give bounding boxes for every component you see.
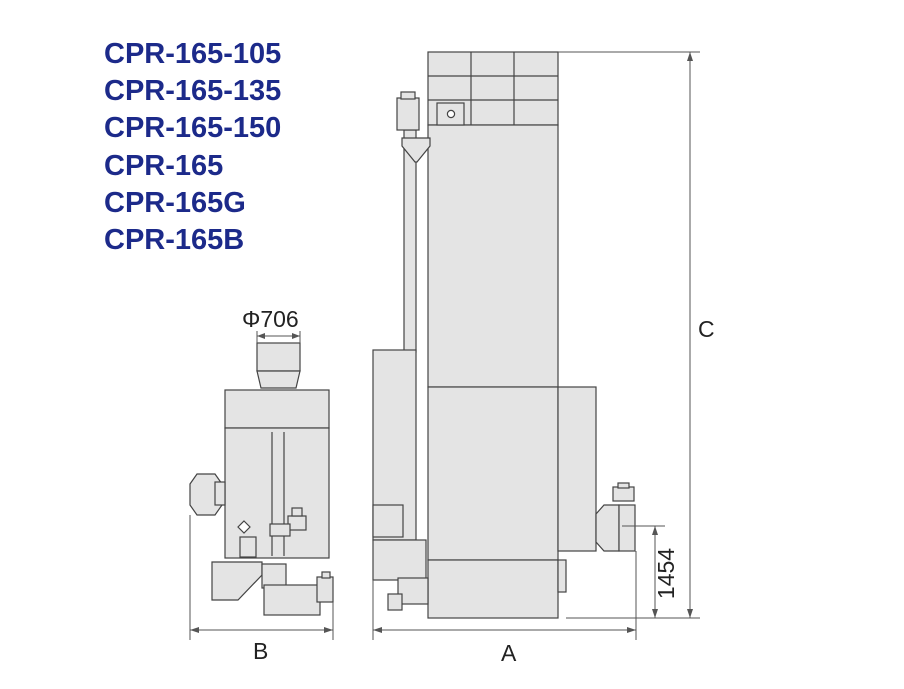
side-valve (287, 515, 307, 531)
side-view (189, 342, 334, 616)
dim-arrow (292, 333, 300, 339)
front-lower-unit (372, 539, 427, 581)
front-burner-head (618, 504, 636, 552)
side-diamond-marker (237, 520, 251, 534)
dim-arrow (687, 52, 693, 61)
front-burner-cone (595, 504, 620, 552)
front-view (372, 51, 636, 619)
side-hood (224, 389, 330, 429)
side-fan-mount (214, 481, 226, 506)
front-elevator-head (396, 97, 420, 131)
dim-arrow (324, 627, 333, 633)
model-item: CPR-165-150 (104, 112, 282, 145)
model-list: CPR-165-105 CPR-165-135 CPR-165-150 CPR-… (104, 36, 281, 259)
front-main-body (427, 124, 559, 388)
model-item: CPR-165-135 (104, 75, 282, 108)
side-motor-cap (321, 571, 331, 579)
dim-arrow (190, 627, 199, 633)
front-elevator-pipe (403, 129, 417, 353)
dim-arrow (257, 333, 265, 339)
side-valve-pipe (269, 523, 291, 537)
dim-arrow (652, 609, 658, 618)
dim-arrow (687, 609, 693, 618)
dim-label-a: A (501, 640, 517, 666)
side-duct-cone (256, 370, 301, 389)
front-feed-block (397, 577, 429, 605)
front-lower-body (427, 386, 559, 561)
dim-label-c: C (698, 316, 715, 342)
model-item: CPR-165 (104, 149, 224, 182)
front-side-panel (557, 386, 597, 552)
dim-arrow (627, 627, 636, 633)
side-valve-handle (291, 507, 303, 517)
dim-label-b: B (253, 638, 269, 664)
side-hopper (211, 561, 263, 601)
front-base (427, 559, 559, 619)
front-burner-box (612, 486, 635, 502)
dim-label-height: 1454 (653, 547, 680, 600)
dim-label-phi: Φ706 (242, 306, 299, 332)
side-motor (316, 576, 334, 603)
side-bottom-block (261, 563, 287, 589)
front-feed-pipe (387, 593, 403, 611)
front-cyclone (401, 137, 431, 163)
front-control-panel (372, 504, 404, 538)
front-elevator-cap (400, 91, 416, 100)
side-base (263, 584, 321, 616)
side-bottom-pipe (239, 536, 257, 558)
model-item: CPR-165-105 (104, 38, 282, 70)
model-item: CPR-165G (104, 186, 246, 219)
side-fan (189, 473, 223, 516)
front-base-side (557, 559, 567, 593)
dim-arrow (373, 627, 382, 633)
front-valve-knob (446, 109, 456, 119)
side-top-duct (256, 342, 301, 372)
front-burner-box-top (617, 482, 630, 489)
model-item: CPR-165B (104, 224, 245, 257)
dim-arrow (652, 526, 658, 535)
